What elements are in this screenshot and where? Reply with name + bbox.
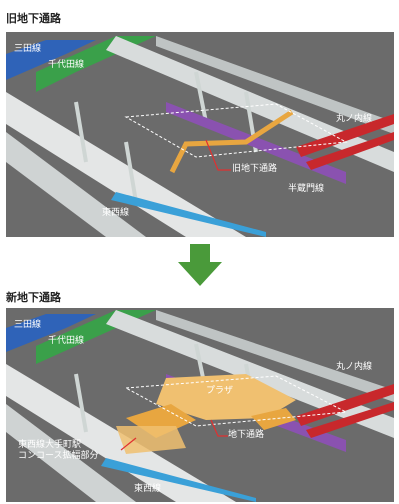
label-chiyoda-line: 千代田線 <box>48 336 85 346</box>
old-passage-route <box>169 109 294 174</box>
mita-line-track <box>6 314 96 352</box>
marunouchi-line-track-2 <box>306 132 394 170</box>
lower-structure-beam <box>6 92 246 237</box>
plaza-area <box>156 374 296 420</box>
upper-structure-beam <box>106 310 394 438</box>
chiyoda-line-track <box>36 36 156 92</box>
mita-line-track <box>6 40 96 80</box>
old-structure-illustration <box>6 36 394 237</box>
label-concourse-line2: コンコース拡幅部分 <box>18 451 99 461</box>
tozai-line-track <box>101 458 256 502</box>
new-diagram-title: 新地下通路 <box>6 291 61 304</box>
marunouchi-line-track-2 <box>306 402 394 438</box>
upper-structure-beam-2 <box>156 36 394 134</box>
passage-callout-line <box>205 139 231 171</box>
label-chiyoda-line: 千代田線 <box>48 60 85 70</box>
marunouchi-line-track <box>296 114 394 157</box>
concourse-callout-line <box>120 437 137 451</box>
label-plaza: プラザ <box>206 386 234 396</box>
label-tozai-line: 東西線 <box>102 208 130 218</box>
area-outline-dashed <box>124 103 348 158</box>
label-tozai-line: 東西線 <box>134 484 162 494</box>
transition-arrow <box>178 244 222 290</box>
label-concourse-line1: 東西線大手町駅 <box>18 440 82 450</box>
new-passage-diagram: 三田線 千代田線 丸ノ内線 プラザ 地下通路 東西線大手町駅 コンコース拡幅部分… <box>6 308 394 502</box>
tozai-line-track <box>111 192 266 237</box>
label-hanzomon-line: 半蔵門線 <box>288 184 325 194</box>
label-mita-line: 三田線 <box>14 320 42 330</box>
concourse-widening-area <box>116 426 186 454</box>
new-structure-illustration <box>6 310 394 502</box>
upper-structure-beam-2 <box>156 310 394 402</box>
down-arrow-icon <box>178 244 222 286</box>
area-outline-dashed <box>124 375 348 427</box>
lower-structure-beam-2 <box>6 132 146 237</box>
label-new-passage: 地下通路 <box>228 430 265 440</box>
label-mita-line: 三田線 <box>14 44 42 54</box>
label-marunouchi-line: 丸ノ内線 <box>336 114 373 124</box>
label-marunouchi-line: 丸ノ内線 <box>336 362 373 372</box>
label-old-passage: 旧地下通路 <box>232 164 278 174</box>
old-passage-diagram: 三田線 千代田線 丸ノ内線 旧地下通路 半蔵門線 東西線 <box>6 32 394 237</box>
old-diagram-title: 旧地下通路 <box>6 12 61 25</box>
hanzomon-line-track <box>166 102 346 184</box>
passage-callout-line <box>210 419 228 437</box>
marunouchi-line-track <box>296 384 394 426</box>
lower-structure-beam-2 <box>6 404 136 502</box>
